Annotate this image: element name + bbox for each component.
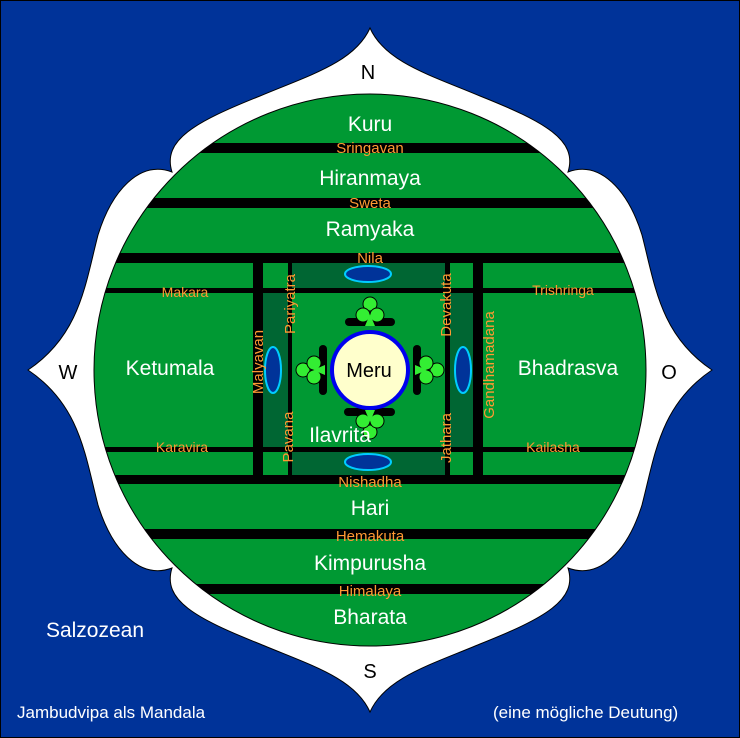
subtitle-caption: (eine mögliche Deutung) [493, 703, 678, 722]
lake-south [344, 453, 392, 471]
region-kimpurusha: Kimpurusha [314, 552, 426, 575]
lake-north [344, 265, 392, 283]
meru-surroundings [295, 296, 445, 440]
mountain-kailasha: Kailasha [526, 439, 580, 455]
range-himalaya [94, 584, 646, 594]
lakes [264, 265, 472, 471]
mountain-gandhamadana: Gandhamadana [481, 311, 498, 419]
meru-label: Meru [346, 360, 392, 382]
mountain-himalaya: Himalaya [339, 583, 402, 600]
region-kuru: Kuru [348, 113, 392, 136]
range-sringavan [94, 143, 646, 153]
mountain-trishringa: Trishringa [532, 282, 594, 298]
region-ilavrita: Ilavrita [309, 424, 371, 447]
range-pariyatra [288, 263, 292, 475]
range-devakuta [445, 263, 450, 475]
mountain-nishadha: Nishadha [338, 474, 402, 491]
lake-west [264, 346, 282, 394]
range-sweta [94, 198, 646, 208]
range-malyavan [253, 253, 263, 484]
region-bharata: Bharata [333, 606, 407, 629]
mountain-karavira: Karavira [156, 439, 208, 455]
mountain-pavana: Pavana [280, 411, 297, 463]
mountain-hemakuta: Hemakuta [336, 528, 405, 545]
region-hiranmaya: Hiranmaya [319, 167, 421, 190]
direction-east: O [661, 362, 677, 384]
mountain-devakuta: Devakuta [438, 273, 455, 337]
range-gandhamadana [473, 253, 483, 484]
meru-circle [330, 330, 410, 410]
mountain-sringavan: Sringavan [336, 140, 404, 157]
ocean-label: Salzozean [46, 619, 144, 642]
title-caption: Jambudvipa als Mandala [17, 703, 206, 722]
direction-north: N [361, 62, 375, 84]
mountain-nila: Nila [357, 250, 383, 267]
mountain-malyavan: Malyavan [250, 330, 267, 394]
mountain-pariyatra: Pariyatra [282, 273, 299, 334]
mountain-jathara: Jathara [438, 412, 455, 463]
range-nishadha [94, 475, 646, 484]
mountain-sweta: Sweta [349, 195, 391, 212]
region-ketumala: Ketumala [126, 357, 215, 380]
region-ramyaka: Ramyaka [326, 218, 415, 241]
direction-west: W [59, 362, 78, 384]
region-bhadrasva: Bhadrasva [518, 357, 619, 380]
range-hemakuta [94, 529, 646, 539]
mountain-makara: Makara [162, 284, 209, 300]
lake-east [454, 346, 472, 394]
direction-south: S [363, 661, 376, 683]
range-nila [94, 253, 646, 263]
region-hari: Hari [351, 497, 390, 520]
